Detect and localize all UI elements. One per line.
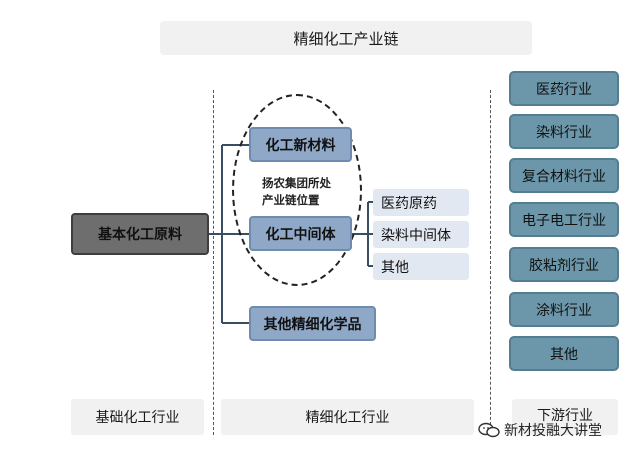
- sub-item-dye-intermediates: 染料中间体: [373, 221, 469, 248]
- node-intermediates: 化工中间体: [249, 216, 352, 251]
- node-other-fine-chemicals: 其他精细化学品: [249, 306, 376, 341]
- wechat-icon: [478, 422, 500, 438]
- position-note: 扬农集团所处 产业链位置: [262, 175, 352, 209]
- footer-fine-industry: 精细化工行业: [221, 399, 474, 435]
- sub-item-other: 其他: [373, 253, 469, 280]
- downstream-coatings: 涂料行业: [509, 292, 619, 327]
- downstream-dye: 染料行业: [509, 114, 619, 149]
- chain-title: 精细化工产业链: [160, 21, 532, 55]
- watermark: 新材投融大讲堂: [478, 418, 602, 442]
- source-basic-raw-materials: 基本化工原料: [71, 213, 209, 255]
- sub-item-pharma-api: 医药原药: [373, 189, 469, 216]
- divider-left: [213, 90, 214, 435]
- position-note-line-2: 产业链位置: [262, 193, 320, 207]
- position-oval: [232, 94, 362, 286]
- position-note-line-1: 扬农集团所处: [262, 176, 331, 190]
- node-new-materials: 化工新材料: [249, 127, 352, 162]
- footer-downstream-industry: 下游行业: [512, 399, 618, 435]
- divider-right: [490, 90, 491, 435]
- downstream-pharma: 医药行业: [509, 71, 619, 106]
- downstream-adhesives: 胶粘剂行业: [509, 247, 619, 282]
- downstream-other: 其他: [509, 336, 619, 371]
- downstream-composites: 复合材料行业: [509, 158, 619, 193]
- watermark-text: 新材投融大讲堂: [504, 423, 602, 439]
- footer-basic-industry: 基础化工行业: [71, 399, 204, 435]
- downstream-electronics: 电子电工行业: [509, 202, 619, 237]
